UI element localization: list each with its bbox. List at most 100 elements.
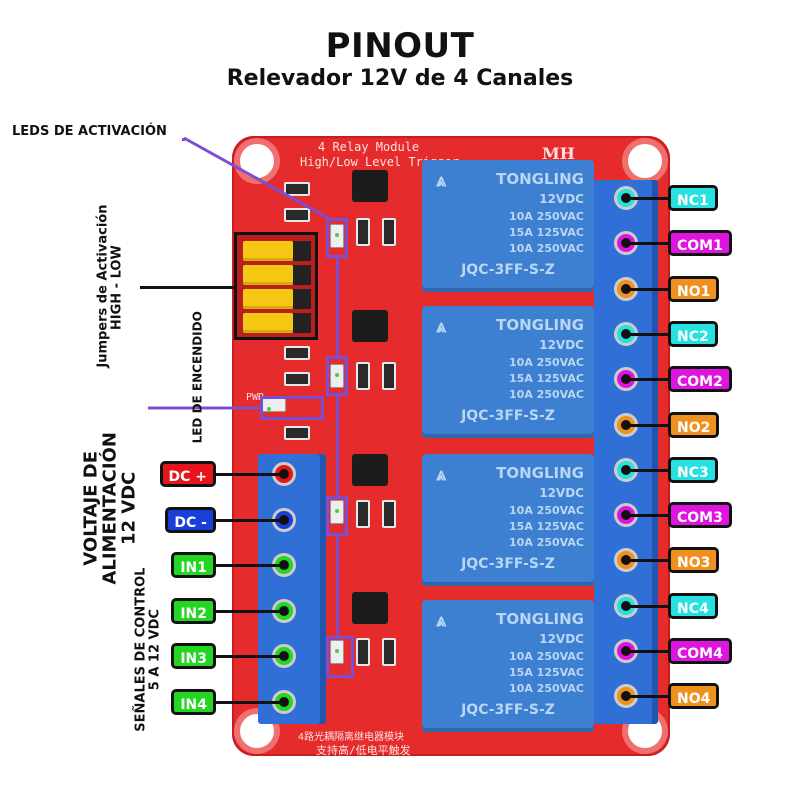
pin-label-no3: NO3 [668,547,720,574]
led2-highlight [326,356,348,396]
pin-leader-line [626,559,668,563]
relay-coil: 12VDC [539,338,584,352]
optocoupler [352,592,388,624]
pin-label-dc: DC + [159,461,216,487]
pin-label-no1: NO1 [668,275,720,302]
relay-rating: 10A 250VAC [509,210,584,223]
optocoupler [352,454,388,486]
voltage-label-line2: ALIMENTACIÓN [99,432,121,585]
led-connector-line [336,536,339,636]
tongling-logo-icon: ⩓ [436,610,447,631]
control-signals-label: SEÑALES DE CONTROL 5 A 12 VDC [133,560,162,740]
relay-coil: 12VDC [539,632,584,646]
resistor [382,362,396,390]
relay-rating: 10A 250VAC [509,682,584,695]
resistor [284,182,310,196]
relay-rating: 10A 250VAC [509,242,584,255]
pin-label-nc1: NC1 [668,185,718,211]
resistor [284,426,310,440]
activation-led-2 [330,364,344,388]
jumper-s1[interactable] [243,241,293,261]
resistor [382,500,396,528]
pin-label-in4: IN4 [171,688,216,715]
jumper-s3[interactable] [243,289,293,309]
pin-leader-line [216,473,282,476]
pin-label-no2: NO2 [668,411,720,438]
relay-3: ⩓ TONGLING 12VDC 10A 250VAC 15A 125VAC 1… [422,454,594,586]
pin-label-in1: IN1 [171,552,216,578]
voltage-label: VOLTAJE DE ALIMENTACIÓN 12 VDC [81,423,140,593]
pin-label-dc: DC - [165,506,216,533]
relay-rating: 10A 250VAC [509,356,584,369]
silk-title: 4 Relay Module [318,140,420,154]
pwr-led-highlight [260,396,324,420]
pin-label-nc4: NC4 [668,592,718,619]
jumpers-label-line1: Jumpers de Activación [95,204,111,368]
relay-rating: 15A 125VAC [509,666,584,679]
resistor [382,638,396,666]
relay-rating: 15A 125VAC [509,226,584,239]
pin-leader-line [626,332,668,336]
led4-highlight [326,636,354,678]
pin-leader-line [626,423,668,427]
pin-leader-line [626,650,668,653]
relay-brand: TONGLING [496,316,584,334]
pin-label-com2: COM2 [668,366,732,393]
pin-leader-line [216,609,282,613]
pwr-silk: PWR [246,392,265,403]
jumper-leader-line [140,286,236,289]
pin-label-nc2: NC2 [668,320,718,347]
pin-leader-line [216,518,282,522]
pin-leader-line [216,655,282,658]
pin-leader-line [626,514,668,518]
relay-rating: 10A 250VAC [509,536,584,549]
jumper-s4[interactable] [243,313,293,333]
pin-leader-line [626,378,668,382]
relay-rating: 10A 250VAC [509,650,584,663]
tongling-logo-icon: ⩓ [436,464,447,485]
tongling-logo-icon: ⩓ [436,170,447,191]
relay-brand: TONGLING [496,610,584,628]
resistor [356,638,370,666]
relay-brand: TONGLING [496,464,584,482]
relay-rating: 10A 250VAC [509,504,584,517]
optocoupler [352,170,388,202]
annotation-line [182,138,185,141]
pin-leader-line [626,604,668,608]
relay-coil: 12VDC [539,192,584,206]
pin-leader-line [216,700,282,704]
resistor [284,208,310,222]
pin-leader-line [626,468,668,472]
optocoupler [352,310,388,342]
terminal-screw-dc [272,462,296,486]
silk-subtitle: High/Low Level Trigger [300,155,459,169]
pin-label-nc3: NC3 [668,456,718,483]
jumpers-label: Jumpers de Activación HIGH - LOW [95,204,124,368]
header-pin [293,313,311,333]
jumper-s2[interactable] [243,265,293,285]
pin-leader-line [626,197,668,200]
pin-label-com4: COM4 [668,638,732,664]
header-pin [293,265,311,285]
relay-model: JQC-3FF-S-Z [461,262,555,278]
relay-rating: 15A 125VAC [509,520,584,533]
pin-label-com3: COM3 [668,502,732,529]
relay-model: JQC-3FF-S-Z [461,702,555,718]
control-label-line1: SEÑALES DE CONTROL [133,567,149,732]
header-pin [293,241,311,261]
control-label-line2: 5 A 12 VDC [147,609,162,691]
maker-logo: MH [542,144,575,163]
activation-led-4 [330,640,344,664]
jumpers-label-line2: HIGH - LOW [109,245,124,331]
mounting-hole [628,144,662,178]
relay-model: JQC-3FF-S-Z [461,408,555,424]
page-title: PINOUT [325,26,475,66]
pin-label-in3: IN3 [171,643,216,669]
resistor [382,218,396,246]
jumper-block [234,232,318,340]
resistor [356,500,370,528]
relay-model: JQC-3FF-S-Z [461,556,555,572]
relay-coil: 12VDC [539,486,584,500]
led-annotation-line [183,136,329,220]
